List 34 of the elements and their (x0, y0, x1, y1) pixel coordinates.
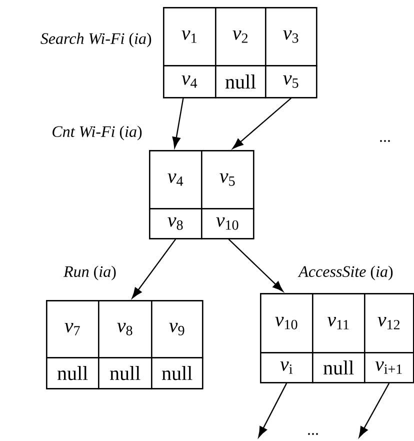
table-cell: v$_{7}$ (46, 300, 100, 358)
table-cell: v$_{4}$ (163, 65, 216, 98)
table-cell: null (46, 357, 100, 390)
table-cell: v$_{i+1}$ (364, 352, 414, 384)
table-cell: v$_{5}$ (201, 150, 254, 210)
table-heading: Run (ia) (63, 266, 116, 280)
table-cell: v$_{10}$ (201, 208, 254, 240)
table-heading: AccessSite (ia) (298, 266, 393, 280)
arrow (172, 98, 184, 148)
arrow (132, 238, 176, 298)
arrow (358, 382, 390, 438)
table-cell: null (215, 65, 266, 98)
table-cell: v$_{2}$ (215, 7, 266, 66)
table-cell: v$_{1}$ (163, 7, 216, 66)
table-cell: v$_{4}$ (149, 150, 202, 210)
table-cell: v$_{12}$ (364, 293, 414, 354)
table-heading: Search Wi-Fi (ia) (40, 32, 152, 48)
table-cell: null (312, 352, 366, 384)
table-cell: v$_{11}$ (312, 293, 366, 354)
arrow (258, 382, 288, 438)
table-cell: v$_{10}$ (260, 293, 314, 354)
table-cell: null (151, 357, 204, 390)
arrow (228, 238, 284, 292)
ellipsis: ... (380, 140, 390, 142)
table-cell: v$_{8}$ (98, 300, 152, 358)
ellipsis: ... (308, 433, 318, 435)
table-cell: v$_{3}$ (265, 7, 318, 66)
table-heading: Cnt Wi-Fi (ia) (52, 126, 142, 140)
table-cell: v$_{8}$ (149, 208, 202, 240)
table-cell: null (98, 357, 152, 390)
table-cell: v$_{9}$ (151, 300, 204, 358)
table-cell: v$_{i}$ (260, 352, 314, 384)
table-cell: v$_{5}$ (265, 65, 318, 98)
arrow (232, 98, 292, 149)
